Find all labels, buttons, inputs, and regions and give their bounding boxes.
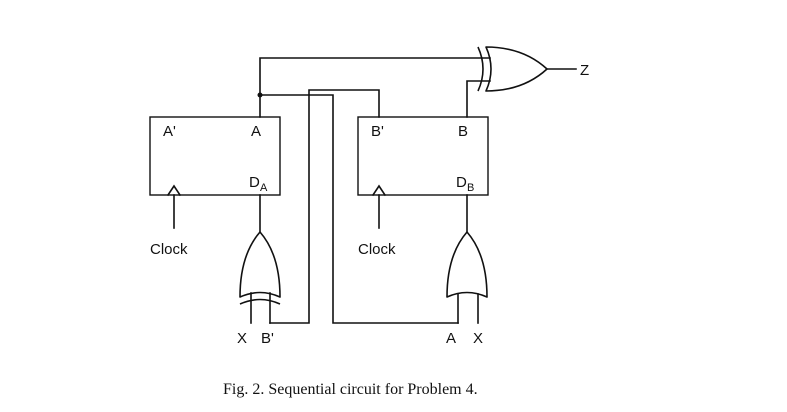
or-b-input-a-label: A [446,330,456,347]
wire-bbar-to-xor-a [269,89,380,324]
xor-gate-output-extra-arc-icon [477,46,484,92]
flipflop-b-clock-label: Clock [358,241,396,258]
flipflop-b-q-label: B [458,123,468,140]
flipflop-a: A' A D A Clock [149,116,281,258]
wire-a-to-or-b [259,94,459,324]
flipflop-a-d-label: D [249,174,260,191]
flipflop-b-clock-triangle-icon [371,184,387,197]
flipflop-b-d-subscript: B [467,182,474,194]
wire-b-to-output-xor [466,80,491,118]
xor-a-input-x-label: X [237,330,247,347]
flipflop-b-box [357,116,489,196]
or-gate-b-body-icon [446,231,488,298]
figure-caption: Fig. 2. Sequential circuit for Problem 4… [223,381,478,398]
or-gate-b: A X [446,194,488,347]
xor-gate-output-body-icon [485,46,548,92]
interconnect-wires [257,57,491,324]
or-b-input-x-label: X [473,330,483,347]
xor-gate-a-body-icon [239,231,281,298]
flipflop-a-d-subscript: A [260,182,268,194]
flipflop-b: B' B D B Clock [357,116,489,258]
flipflop-a-q-label: A [251,123,261,140]
xor-a-input-bbar-label: B' [261,330,274,347]
xor-gate-a: X B' [237,194,281,347]
flipflop-a-box [149,116,281,196]
xor-gate-a-extra-arc-icon [239,298,281,305]
flipflop-a-qbar-label: A' [163,123,176,140]
flipflop-b-qbar-label: B' [371,123,384,140]
flipflop-a-clock-triangle-icon [166,184,182,197]
wire-a-to-output-xor [259,57,491,118]
flipflop-a-clock-label: Clock [150,241,188,258]
xor-gate-output: Z [477,46,589,92]
output-z-label: Z [580,62,589,79]
flipflop-b-d-label: D [456,174,467,191]
